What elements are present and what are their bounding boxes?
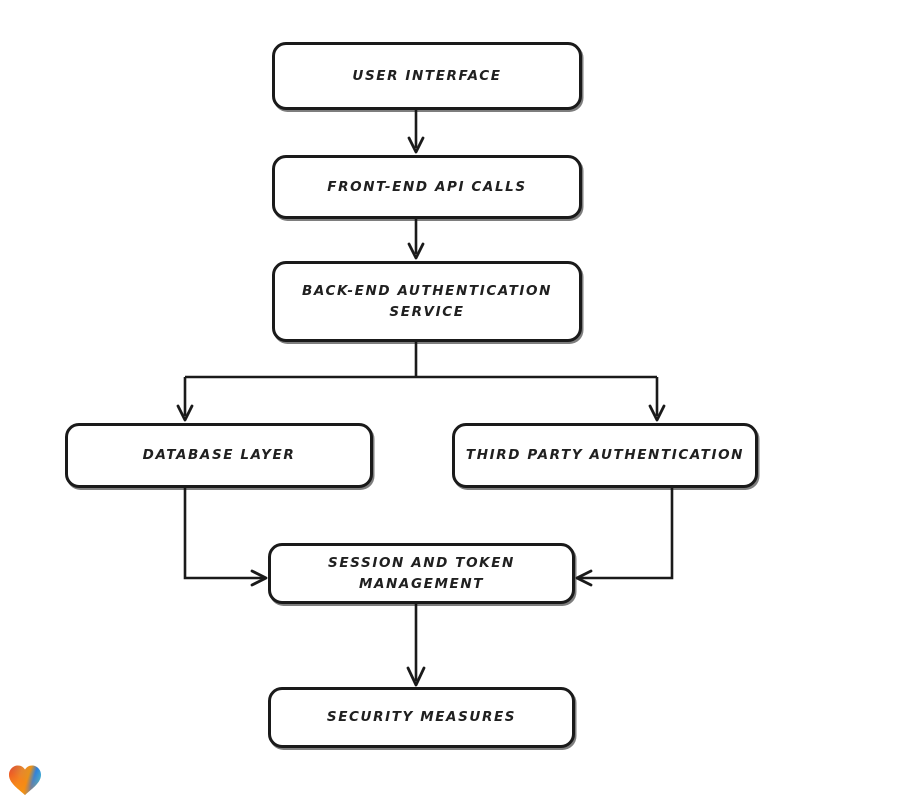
edge-backend-auth-to-third-party-auth xyxy=(648,377,666,422)
node-security-measures-label: Security Measures xyxy=(326,709,517,726)
node-security-measures[interactable]: Security Measures xyxy=(268,687,575,748)
edge-frontend-api-to-backend-auth xyxy=(407,219,425,260)
node-backend-authentication-service[interactable]: Back-End Authentication Service xyxy=(272,261,582,342)
edge-backend-auth-split-bus xyxy=(185,342,657,379)
node-user-interface-label: User Interface xyxy=(352,67,502,84)
heart-icon xyxy=(9,765,41,795)
edge-user-interface-to-frontend-api xyxy=(407,110,425,154)
node-frontend-api-calls-label: Front-End API Calls xyxy=(327,178,527,195)
node-user-interface[interactable]: User Interface xyxy=(272,42,582,110)
node-database-layer-label: Database Layer xyxy=(142,447,296,464)
node-frontend-api-calls[interactable]: Front-End API Calls xyxy=(272,155,582,219)
edge-database-layer-to-session-token xyxy=(183,488,268,587)
node-third-party-authentication[interactable]: Third Party Authentication xyxy=(452,423,758,488)
node-third-party-authentication-label: Third Party Authentication xyxy=(465,447,745,464)
edge-session-token-to-security xyxy=(406,604,426,687)
node-database-layer[interactable]: Database Layer xyxy=(65,423,373,488)
node-session-and-token-management[interactable]: Session and Token Management xyxy=(268,543,575,604)
edge-third-party-auth-to-session-token xyxy=(575,488,674,587)
node-backend-authentication-service-label: Back-End Authentication Service xyxy=(302,282,552,320)
edge-backend-auth-to-database-layer xyxy=(176,377,194,422)
node-session-and-token-management-label: Session and Token Management xyxy=(328,554,515,592)
